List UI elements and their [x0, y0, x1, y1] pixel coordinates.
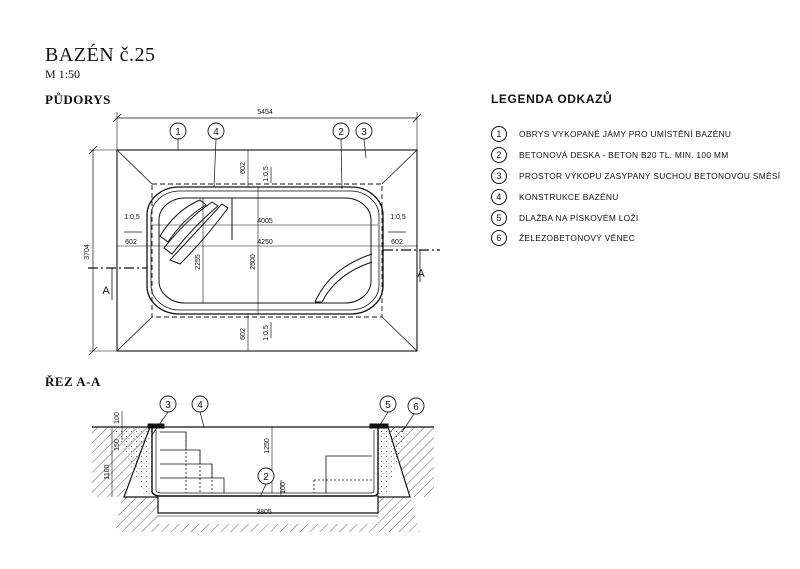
dim-total-width: 5454 [257, 109, 273, 116]
callout-circle [332, 122, 350, 140]
legend-item: 4 KONSTRUKCE BAZÉNU [491, 186, 780, 207]
legend-text: BETONOVÁ DESKA - BETON B20 TL. MIN. 100 … [519, 150, 729, 161]
dim-outer-width: 2500 [250, 254, 257, 270]
legend-number: 2 [491, 147, 507, 164]
pool-inner-outline [158, 197, 372, 304]
dim-offset-right: 602 [391, 239, 403, 246]
legend-text: DLAŽBA NA PÍSKOVÉM LOŽI [519, 212, 639, 223]
dim-inner-length: 4005 [257, 218, 273, 225]
pit-bottom-outline [151, 183, 383, 318]
legend-text: KONSTRUKCE BAZÉNU [519, 191, 619, 202]
plan-view [88, 112, 440, 356]
callout-circle [355, 122, 373, 140]
dim-offset-bottom: 602 [240, 328, 247, 340]
slope-label-left: 1:0,5 [124, 214, 140, 221]
legend-number: 1 [491, 126, 507, 143]
pool-bench-right [314, 253, 373, 303]
pool-shell [151, 427, 379, 497]
slope-label-right: 1:0,5 [390, 214, 406, 221]
section-view [92, 395, 434, 532]
section-steps [160, 431, 372, 493]
callout-number: 2 [263, 472, 269, 483]
pool-rim-outline [150, 190, 380, 311]
callout-circle [407, 397, 425, 415]
callout-circle [169, 122, 187, 140]
backfill-left [114, 427, 152, 496]
dim-left-1100: 1100 [104, 464, 111, 479]
callout-circle [191, 395, 209, 413]
legend-number: 5 [491, 209, 507, 226]
slope-label-bottom: 1:0,5 [263, 325, 270, 341]
pool-steps-left [159, 198, 233, 265]
dim-top: 100 [114, 412, 121, 424]
plan-labels: 1 4 2 3 5454 3704 4005 4250 2255 2500 60… [84, 109, 425, 341]
dim-offset-top: 602 [240, 162, 247, 174]
legend-text: ŽELEZOBETONOVÝ VĚNEC [519, 233, 636, 244]
slope-label-top: 1:0,5 [263, 166, 270, 182]
dim-slab: 100 [280, 482, 287, 494]
callout-number: 4 [213, 127, 219, 138]
legend-text: OBRYS VYKOPANÉ JÁMY PRO UMÍSTĚNÍ BAZÉNU [519, 129, 732, 140]
dim-depth: 1250 [264, 438, 271, 454]
callout-number: 3 [361, 127, 367, 138]
section-marker: A [102, 285, 110, 297]
legend-item: 2 BETONOVÁ DESKA - BETON B20 TL. MIN. 100… [491, 145, 780, 166]
callout-number: 4 [197, 400, 203, 411]
callout-number: 5 [385, 400, 391, 411]
drawing-scale: M 1:50 [45, 67, 81, 81]
legend-number: 4 [491, 188, 507, 205]
callout-number: 6 [413, 402, 419, 413]
section-marker: A [417, 268, 425, 280]
callout-number: 1 [175, 127, 181, 138]
legend-list: 1 OBRYS VYKOPANÉ JÁMY PRO UMÍSTĚNÍ BAZÉNU… [491, 124, 780, 249]
legend-number: 3 [491, 167, 507, 184]
callout-number: 2 [338, 127, 344, 138]
drawing-title: BAZÉN č.25 [45, 44, 156, 66]
dim-outer-length: 4250 [257, 239, 273, 246]
dim-total-height: 3704 [84, 244, 91, 260]
plan-heading: PŮDORYS [45, 92, 111, 107]
dim-bottom: 3805 [256, 509, 272, 516]
callout-circle [159, 395, 177, 413]
legend-heading: LEGENDA ODKAZŮ [491, 92, 613, 106]
legend-item: 3 PROSTOR VÝKOPU ZASYPANÝ SUCHOU BETONOVO… [491, 166, 780, 187]
excavation-outline [116, 149, 418, 352]
dim-offset-left: 602 [125, 239, 137, 246]
pool-outer-outline [146, 186, 384, 315]
legend-item: 5 DLAŽBA NA PÍSKOVÉM LOŽI [491, 207, 780, 228]
legend-item: 6 ŽELEZOBETONOVÝ VĚNEC [491, 228, 780, 249]
section-heading: ŘEZ A-A [45, 374, 101, 389]
legend-item: 1 OBRYS VYKOPANÉ JÁMY PRO UMÍSTĚNÍ BAZÉNU [491, 124, 780, 145]
callout-circle [257, 467, 275, 485]
dim-left-150: 150 [114, 439, 121, 451]
backfill-right [378, 427, 408, 496]
callout-circle [379, 395, 397, 413]
callout-number: 3 [165, 400, 171, 411]
dim-inner-width: 2255 [195, 254, 202, 270]
callout-circle [207, 122, 225, 140]
ground-hatch-bottom [115, 497, 420, 532]
legend-number: 6 [491, 230, 507, 247]
section-labels: 3 4 5 6 2 1250 100 150 1100 100 3805 [104, 400, 419, 516]
legend-text: PROSTOR VÝKOPU ZASYPANÝ SUCHOU BETONOVOU… [519, 170, 781, 181]
